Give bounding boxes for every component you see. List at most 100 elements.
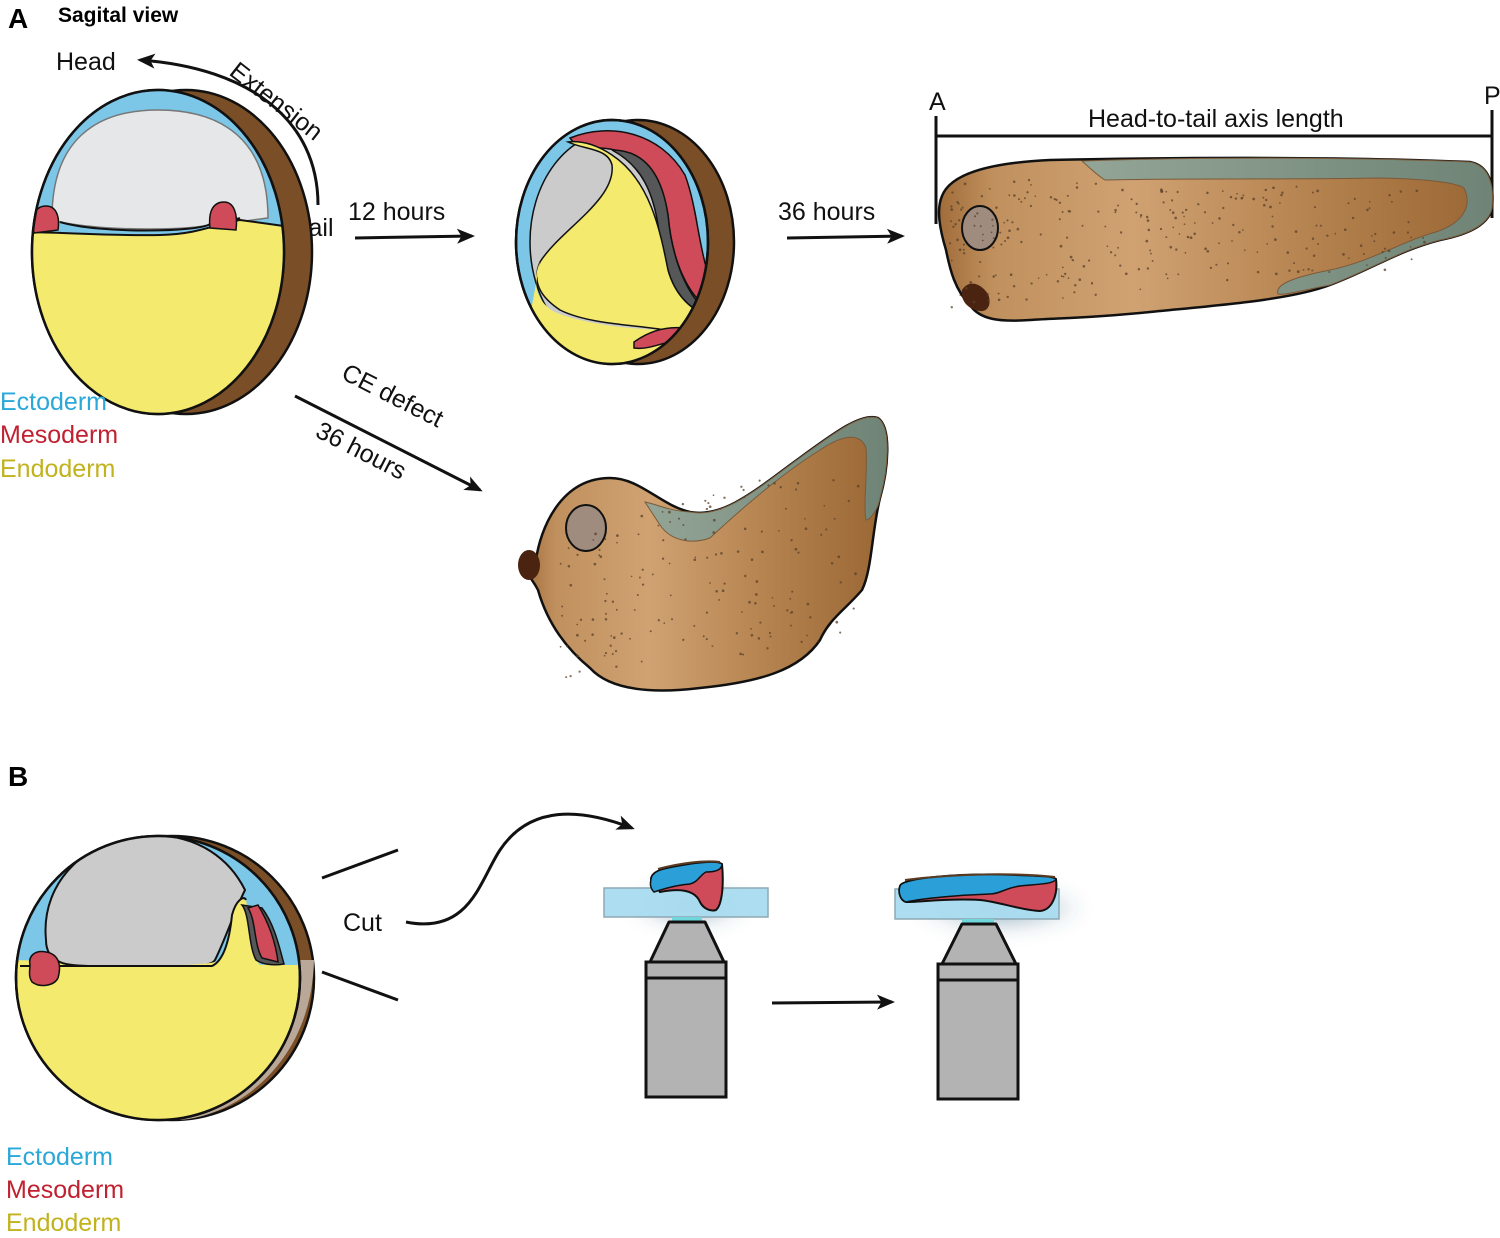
speckle	[1139, 214, 1143, 217]
speckle	[1117, 246, 1119, 249]
ce-defect-arrow	[294, 394, 483, 492]
speckle	[709, 582, 711, 584]
speckle	[1206, 191, 1209, 195]
speckle	[817, 640, 819, 643]
speckle	[637, 533, 640, 536]
speckle	[1373, 240, 1376, 243]
speckle	[736, 550, 740, 553]
speckle	[1160, 189, 1164, 193]
speckle	[1059, 244, 1063, 248]
speckle	[750, 558, 754, 561]
speckle	[641, 568, 644, 571]
speckle	[767, 484, 770, 487]
speckle	[982, 233, 984, 236]
speckle	[991, 218, 994, 221]
speckle	[1149, 249, 1152, 252]
speckle	[1145, 239, 1149, 243]
speckle	[1296, 270, 1300, 274]
speckle	[754, 602, 757, 605]
speckle	[1114, 208, 1117, 212]
speckle	[963, 182, 967, 186]
speckle	[663, 622, 666, 624]
speckle	[956, 238, 959, 242]
speckle	[962, 252, 966, 255]
speckle	[958, 248, 962, 252]
speckle	[640, 514, 644, 518]
speckle	[1266, 243, 1269, 245]
speckle	[559, 645, 562, 648]
transition-36h-arrow	[786, 228, 905, 244]
speckle	[833, 517, 836, 520]
speckle	[1390, 200, 1393, 203]
speckle	[1166, 277, 1169, 280]
speckle	[949, 242, 952, 245]
speckle	[1293, 262, 1296, 265]
speckle	[1311, 269, 1314, 272]
axis-length-bracket: A P Head-to-tail axis length	[929, 82, 1500, 224]
ce-defect-tadpole	[518, 415, 889, 692]
speckle	[1119, 264, 1122, 267]
neurula-embryo	[514, 118, 736, 366]
speckle	[994, 274, 997, 277]
speckle	[1392, 231, 1396, 234]
gastrula-embryo	[30, 88, 314, 416]
speckle	[1053, 197, 1056, 201]
speckle	[584, 639, 587, 642]
speckle	[1039, 233, 1042, 236]
speckle	[670, 618, 674, 621]
legend-mesoderm: Mesoderm	[6, 1176, 124, 1204]
cut-line-lower	[321, 970, 399, 1002]
speckle	[567, 564, 571, 568]
transition-36h-label: 36 hours	[778, 198, 875, 226]
speckle	[576, 654, 579, 658]
speckle	[1087, 259, 1091, 262]
speckle	[1295, 185, 1298, 188]
speckle	[1117, 204, 1120, 207]
speckle	[1020, 240, 1023, 244]
transition-12h-arrow	[354, 228, 475, 244]
speckle	[773, 604, 775, 607]
speckle	[712, 531, 716, 534]
blastocoel	[51, 109, 269, 230]
legend-b: Ectoderm Mesoderm Endoderm	[6, 1143, 124, 1237]
speckle	[616, 541, 618, 544]
speckle	[743, 527, 747, 531]
speckle	[1252, 197, 1256, 201]
panel-a: A Sagital view Head Tail Extension	[0, 3, 1500, 692]
mesoderm-dorsal	[246, 904, 279, 963]
mesoderm-blob-right	[208, 201, 238, 231]
speckle	[566, 645, 568, 648]
speckle	[682, 638, 685, 642]
speckle	[1139, 288, 1142, 291]
speckle	[1069, 255, 1073, 259]
speckle	[1288, 269, 1291, 272]
speckle	[633, 609, 636, 611]
speckle	[950, 259, 953, 262]
speckle	[992, 237, 995, 240]
speckle	[997, 292, 1000, 295]
speckle	[1351, 216, 1355, 220]
speckle	[1280, 193, 1283, 197]
speckle	[591, 618, 595, 621]
speckle	[1020, 200, 1023, 203]
speckle	[1311, 191, 1314, 194]
speckle	[1302, 269, 1305, 271]
speckle	[1265, 188, 1267, 191]
speckle	[569, 583, 573, 587]
speckle	[694, 556, 697, 559]
speckle	[992, 246, 995, 249]
tadpole-eye	[961, 205, 999, 251]
speckle	[567, 547, 570, 550]
speckle	[569, 674, 572, 678]
speckle	[1013, 194, 1016, 197]
speckle	[1151, 259, 1154, 262]
speckle	[1081, 224, 1084, 227]
anterior-label: A	[929, 88, 946, 116]
speckle	[790, 539, 793, 542]
speckle	[794, 547, 798, 551]
speckle	[1279, 202, 1281, 204]
speckle	[835, 620, 839, 624]
legend-ectoderm: Ectoderm	[0, 388, 107, 416]
speckle	[1263, 203, 1266, 207]
speckle	[1016, 227, 1020, 231]
